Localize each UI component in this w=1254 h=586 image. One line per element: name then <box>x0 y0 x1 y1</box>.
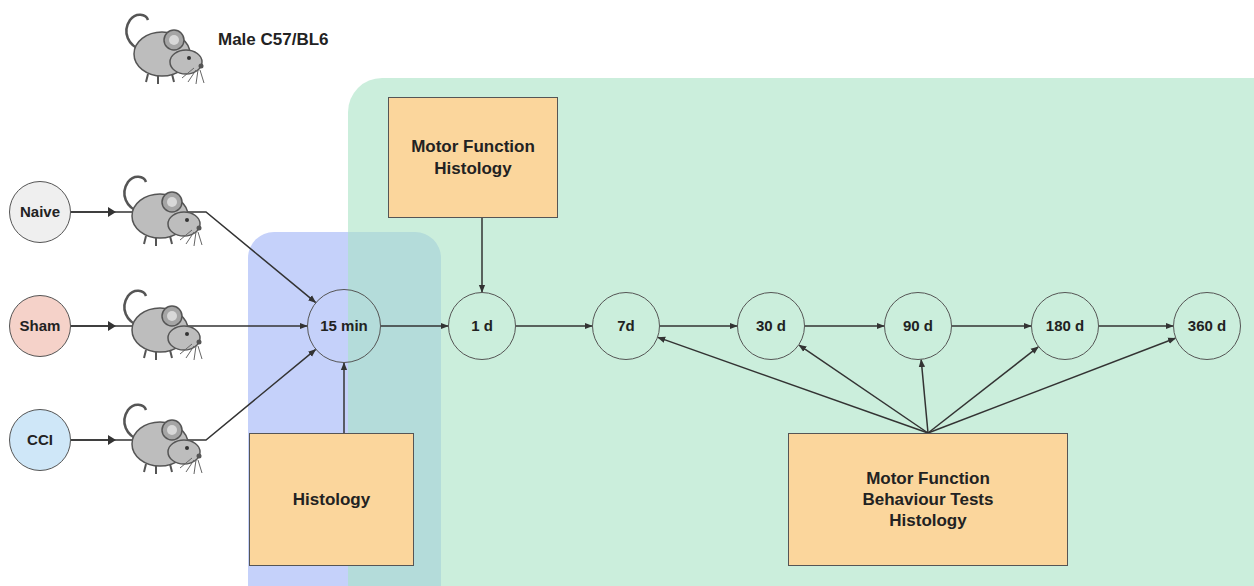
time-circle: 180 d <box>1031 292 1099 360</box>
circle-label: 90 d <box>903 317 933 336</box>
green-region <box>348 78 1254 586</box>
mouse-icon <box>124 405 202 474</box>
arrowhead <box>108 207 116 445</box>
circle-label: 30 d <box>756 317 786 336</box>
time-circle: 7d <box>592 292 660 360</box>
box-label: Motor Function Histology <box>403 136 543 179</box>
process-box: Motor Function Histology <box>388 97 558 218</box>
group-circle: CCI <box>9 409 71 471</box>
arrow-connector <box>481 218 483 292</box>
circle-label: 1 d <box>471 317 493 336</box>
arrow-connector <box>952 325 1031 327</box>
arrow-connector <box>799 345 928 433</box>
mouse-icon <box>124 177 202 246</box>
arrow-connector <box>660 325 737 327</box>
circle-label: 180 d <box>1046 317 1084 336</box>
time-circle: 90 d <box>884 292 952 360</box>
time-circle: 1 d <box>448 292 516 360</box>
arrow-connector <box>928 347 1038 433</box>
time-circle: 360 d <box>1173 292 1241 360</box>
time-circle: 15 min <box>307 289 381 363</box>
circle-label: 360 d <box>1188 317 1226 336</box>
group-circle: Sham <box>9 295 71 357</box>
circle-label: Sham <box>20 317 61 336</box>
arrow-connector <box>1099 325 1173 327</box>
arrow-connector <box>516 325 592 327</box>
circle-label: CCI <box>27 431 53 450</box>
mouse-icon <box>126 15 204 84</box>
group-circle: Naive <box>9 181 71 243</box>
box-label: Histology <box>293 489 370 510</box>
circle-label: Naive <box>20 203 60 222</box>
arrow-connector <box>381 325 448 327</box>
process-box: Motor Function Behaviour Tests Histology <box>788 433 1068 566</box>
arrow-connector <box>805 325 884 327</box>
box-label: Motor Function Behaviour Tests Histology <box>853 468 1003 532</box>
arrow-connector <box>921 360 928 433</box>
process-box: Histology <box>249 433 414 566</box>
arrow-connector <box>343 363 345 433</box>
mouse-icon <box>124 291 202 360</box>
circle-label: 15 min <box>320 317 368 336</box>
arrow-connector <box>71 350 316 440</box>
arrow-connector <box>658 337 928 433</box>
title-label: Male C57/BL6 <box>218 30 329 50</box>
circle-label: 7d <box>617 317 635 336</box>
arrow-connector <box>928 338 1175 433</box>
time-circle: 30 d <box>737 292 805 360</box>
leader-line <box>71 212 112 440</box>
